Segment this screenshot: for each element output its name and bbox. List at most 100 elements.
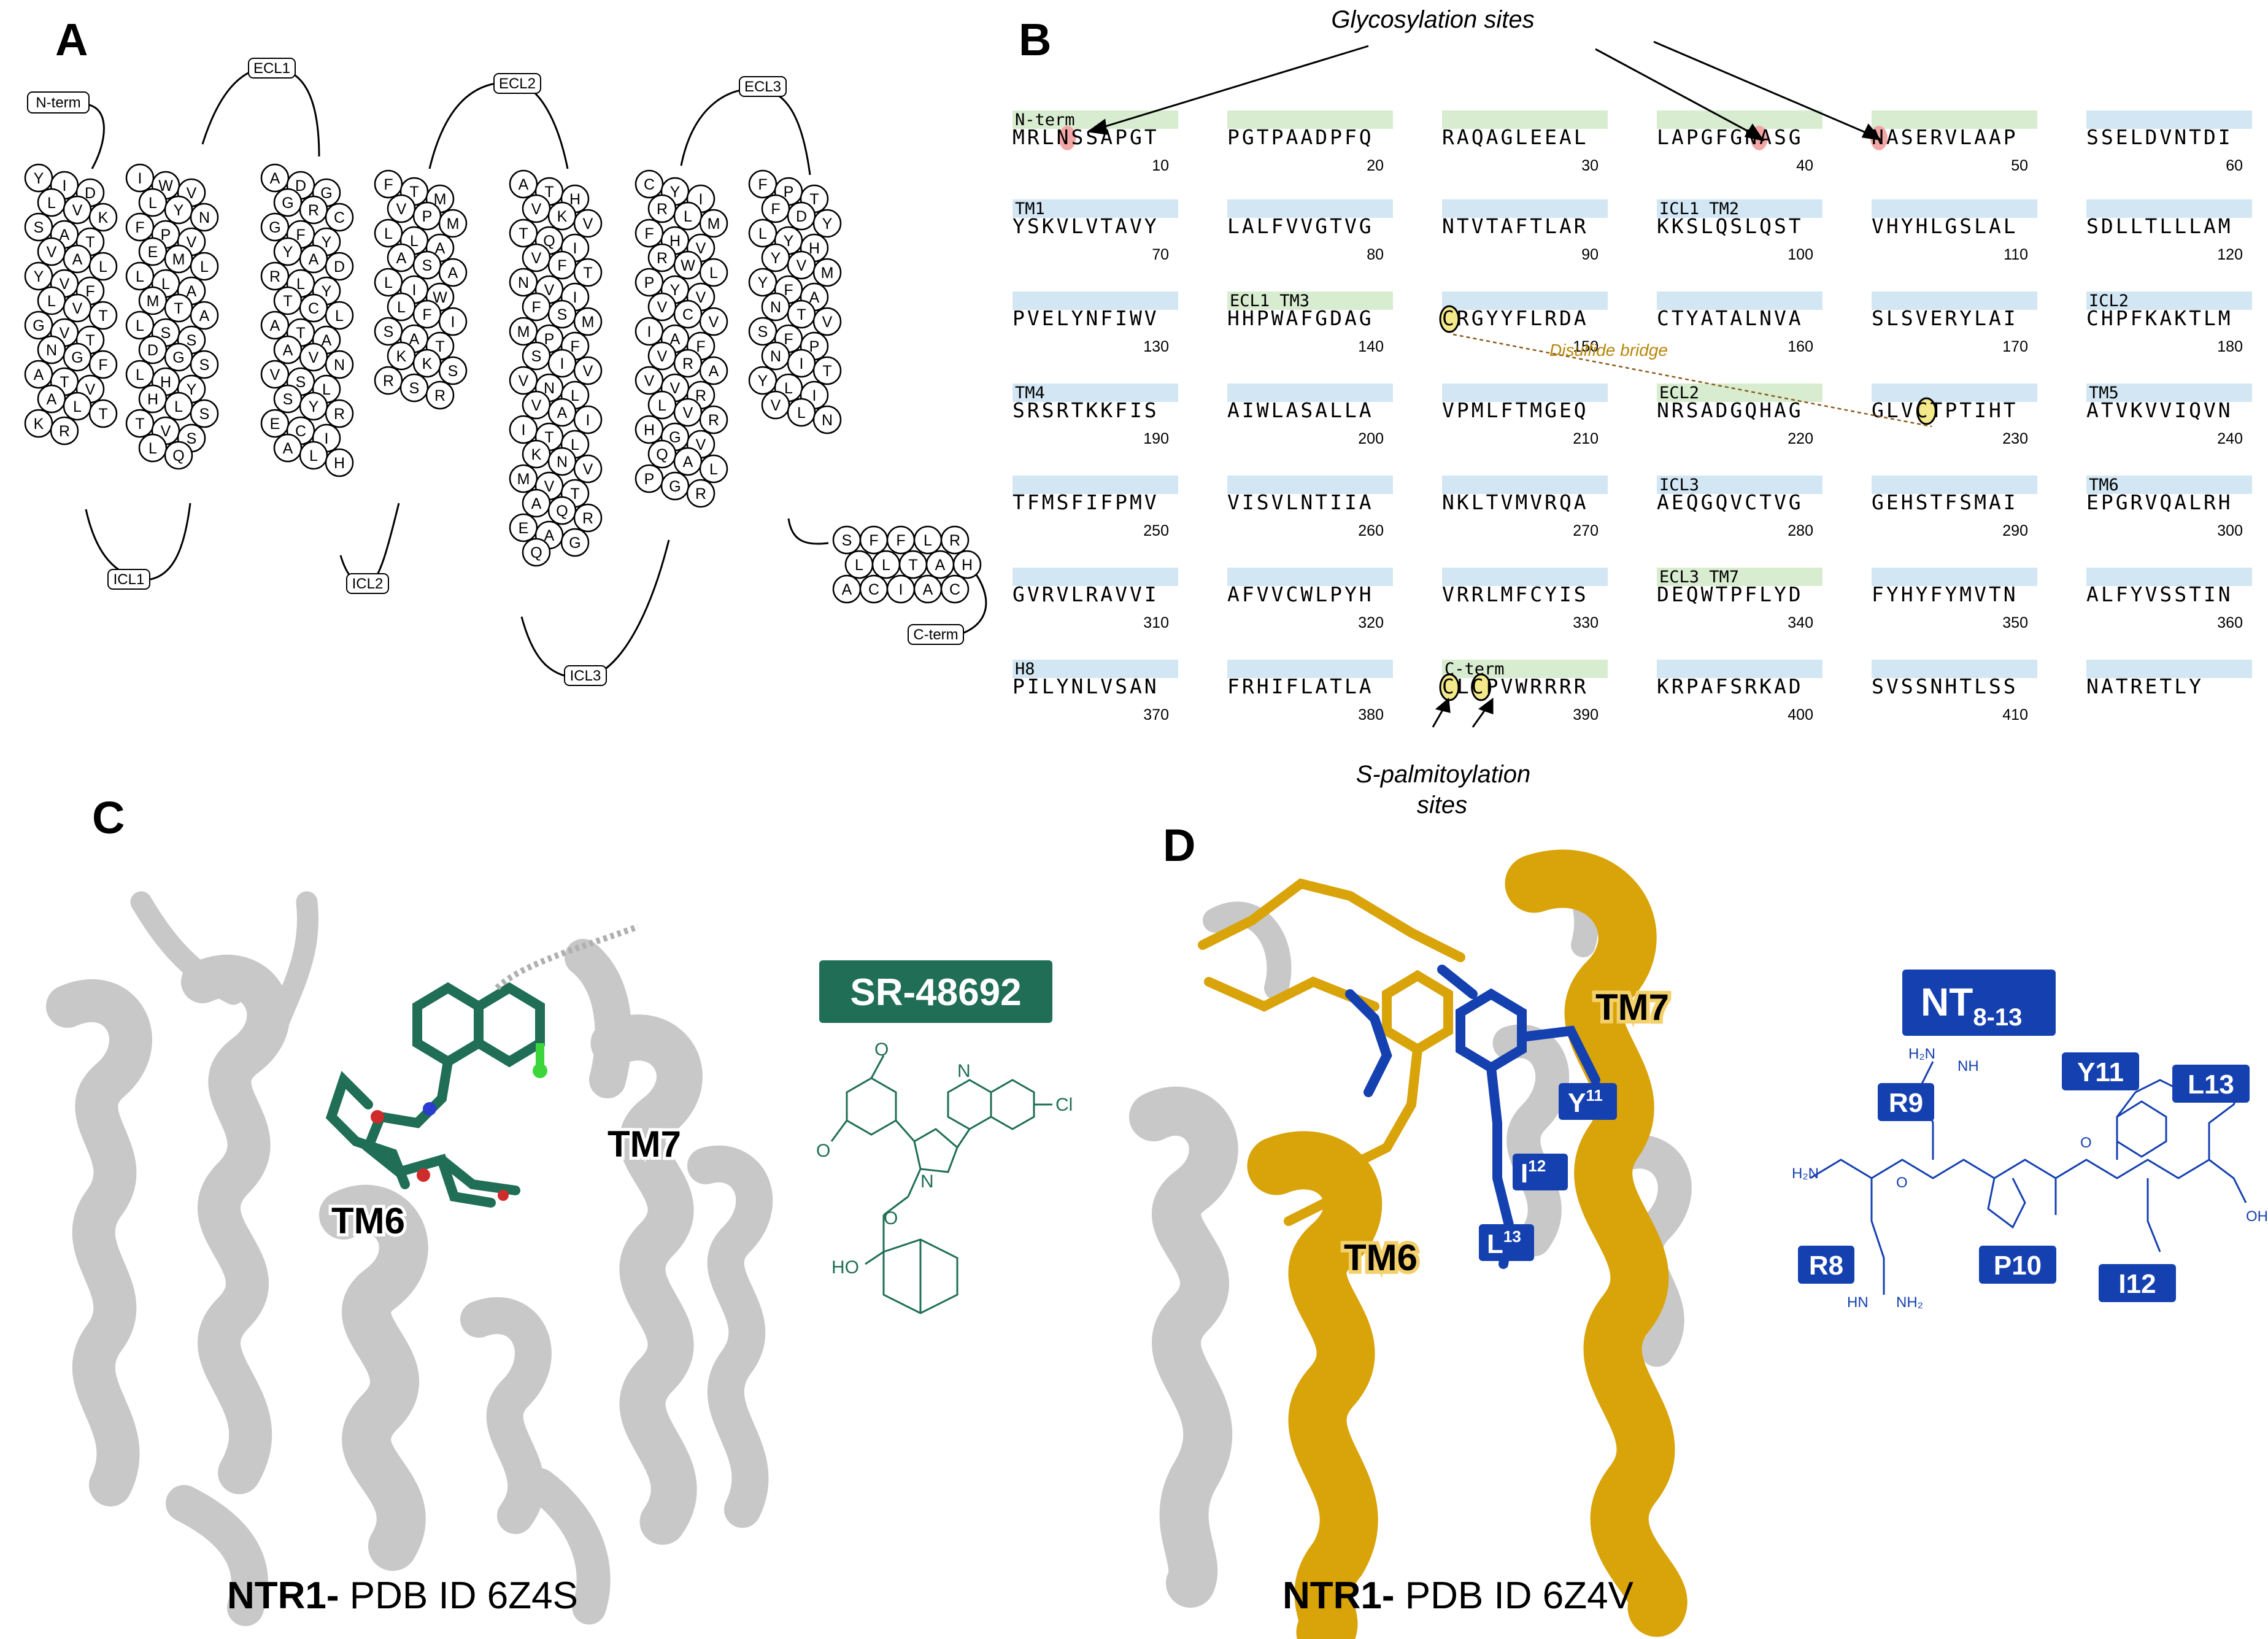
cysteine-mark [1439, 305, 1460, 333]
residue-circle [88, 399, 118, 428]
region-label: ICL2 [2089, 291, 2129, 310]
residue-letter: A [842, 581, 852, 598]
residue-letter: N [557, 453, 568, 471]
region-bar [2086, 568, 2252, 586]
o-atom-3: O [884, 1208, 898, 1228]
residue-letter: A [435, 240, 446, 257]
residue-circle [812, 405, 842, 434]
residue-letter: G [71, 349, 83, 366]
residue-circle [24, 310, 53, 340]
residue-letter: A [544, 527, 555, 544]
residue-letter: T [98, 307, 107, 325]
region-bar [1442, 291, 1608, 310]
residue-badge [1878, 1083, 1934, 1121]
sequence-block: GLVCTPTIHT [1872, 398, 2018, 422]
residue-circle [940, 525, 970, 555]
sequence-number: 330 [1573, 614, 1599, 631]
residue-letter: N [334, 357, 345, 374]
residue-letter: V [657, 348, 668, 365]
residue-circle [374, 169, 403, 199]
sequence-block: PILYNLVSAN [1012, 674, 1159, 698]
residue-letter: F [570, 338, 579, 355]
region-label: TM1 [1015, 199, 1045, 218]
residue-letter: N [544, 380, 555, 397]
region-bar [1227, 291, 1393, 310]
residue-circle [325, 202, 354, 232]
caption-d-rest: PDB ID 6Z4V [1394, 1575, 1634, 1617]
residue-letter: F [758, 176, 767, 193]
sequence-number: 370 [1143, 706, 1169, 723]
residue-circle [273, 433, 303, 463]
region-bar [1227, 660, 1393, 678]
residue-circle [522, 390, 551, 420]
residue-letter: T [85, 234, 94, 251]
residue-circle [634, 366, 664, 395]
residue-badge-label: Y11 [2077, 1057, 2124, 1087]
sequence-number: 90 [1581, 246, 1599, 263]
disulfide-label: Disulfide bridge [1549, 341, 1668, 360]
residue-circle [560, 528, 590, 557]
residue-letter: A [935, 557, 946, 574]
residue-letter: V [72, 202, 83, 219]
residue-letter: V [796, 257, 807, 274]
residue-letter: P [644, 274, 655, 291]
residue-circle [787, 398, 816, 427]
residue-letter: R [682, 355, 693, 372]
sequence-block: AFVVCWLPYH [1227, 582, 1374, 606]
residue-letter: S [758, 323, 768, 341]
residue-letter: I [573, 240, 577, 257]
residue-letter: R [383, 372, 394, 390]
residue-circle [509, 169, 538, 199]
residue-letter: R [59, 423, 70, 440]
residue-circle [438, 209, 468, 238]
region-bar [2086, 384, 2252, 402]
sequence-block: TFMSFIFPMV [1012, 490, 1159, 514]
icl1-label: ICL1 [114, 571, 145, 588]
sequence-block: NRSADGQHAG [1657, 398, 1803, 422]
residue-letter: C [295, 423, 306, 440]
sequence-block: HHPWAFGDAG [1227, 306, 1374, 330]
residue-letter: R [269, 268, 280, 285]
region-bar [1657, 291, 1822, 310]
residue-circle [547, 299, 577, 329]
residue-circle [24, 409, 53, 438]
residue-letter: V [187, 234, 197, 251]
residue-circle [952, 550, 982, 579]
residue-letter: Q [543, 233, 555, 250]
residue-circle [748, 218, 777, 248]
residue-letter: I [573, 289, 577, 306]
residue-letter: S [199, 357, 210, 374]
residue-letter: L [855, 557, 863, 574]
residue-letter: H [160, 374, 171, 391]
residue-circle [125, 163, 155, 193]
residue-circle [88, 202, 118, 232]
residue-circle [299, 244, 328, 274]
residue-letter: L [148, 440, 157, 457]
residue-letter: P [784, 183, 794, 201]
residue-letter: I [138, 170, 142, 187]
residue-letter: Q [656, 446, 668, 463]
residue-circle [260, 212, 290, 242]
residue-letter: F [784, 331, 793, 348]
residue-circle [273, 188, 303, 217]
residue-circle [190, 252, 219, 281]
residue-circle [647, 341, 677, 371]
residue-badge-label: R9 [1889, 1088, 1923, 1118]
caption-c-bold: NTR1- [227, 1575, 339, 1617]
residue-letter: L [924, 532, 932, 549]
sequence-block: VISVLNTIIA [1227, 490, 1374, 514]
residue-badge [1979, 1246, 2056, 1284]
residue-circle [547, 349, 577, 378]
residue-circle [647, 292, 677, 322]
sequence-number: 390 [1573, 706, 1599, 723]
residue-letter: T [809, 191, 819, 208]
residue-letter: V [709, 314, 719, 331]
residue-badge [2099, 1264, 2176, 1302]
residue-circle [699, 405, 728, 434]
residue-letter: H [569, 191, 580, 208]
residue-circle [412, 349, 442, 378]
residue-circle [509, 268, 538, 297]
residue-circle [787, 250, 816, 280]
residue-circle [573, 307, 603, 336]
residue-letter: A [683, 453, 693, 471]
